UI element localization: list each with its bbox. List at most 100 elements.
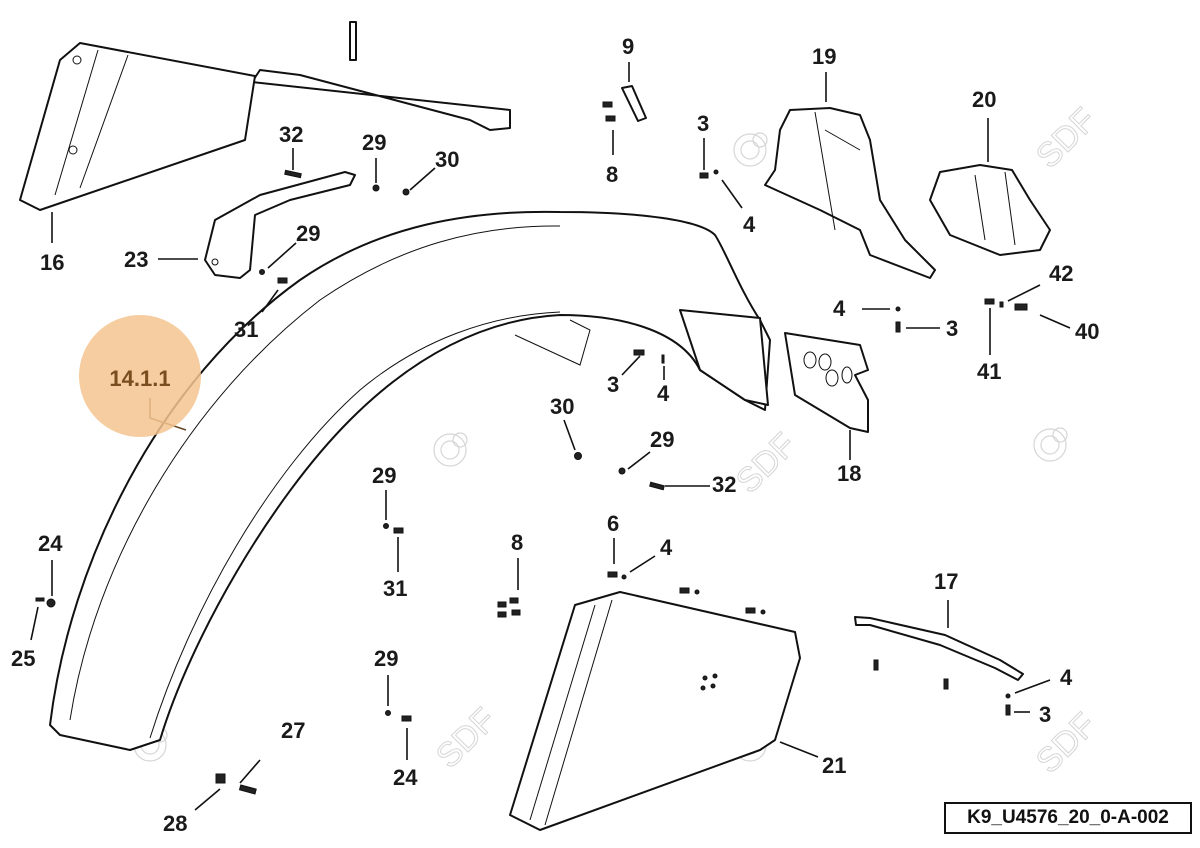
washer-29 (385, 710, 391, 716)
screw-24 (401, 715, 412, 722)
washer (760, 609, 766, 615)
part-23-bracket[interactable] (204, 171, 356, 279)
callout-24[interactable]: 24 (393, 765, 418, 790)
nut-30 (574, 452, 582, 460)
screw-8 (511, 609, 521, 616)
main-fender[interactable] (49, 210, 771, 751)
screw-25 (35, 597, 45, 602)
screw-8 (497, 611, 507, 618)
callouts: 16 32 29 30 23 29 31 9 8 3 4 19 20 42 4 … (11, 34, 1099, 836)
washer-29 (259, 269, 265, 275)
sdf-watermark-text: SDF (429, 701, 504, 776)
drawing-code-label: K9_U4576_20_0-A-002 (944, 802, 1192, 834)
callout-16[interactable]: 16 (40, 250, 64, 275)
part-9-plate[interactable] (621, 85, 647, 122)
callout-29[interactable]: 29 (374, 646, 398, 671)
screw (943, 678, 949, 690)
hardware (35, 101, 1028, 795)
part-19-housing[interactable] (764, 107, 936, 279)
part-21-mud-flap[interactable] (509, 591, 801, 831)
callout-32[interactable]: 32 (279, 122, 303, 147)
callout-29[interactable]: 29 (372, 463, 396, 488)
bolt-27 (238, 784, 257, 795)
leader-lines (30, 62, 1071, 811)
washer-42 (999, 301, 1004, 308)
sdf-watermark-icon (733, 132, 768, 167)
callout-19[interactable]: 19 (812, 44, 836, 69)
callout-21[interactable]: 21 (822, 753, 846, 778)
callout-3[interactable]: 3 (1039, 702, 1051, 727)
callout-6[interactable]: 6 (607, 511, 619, 536)
callout-40[interactable]: 40 (1075, 319, 1099, 344)
callout-23[interactable]: 23 (124, 247, 148, 272)
washer-4 (661, 354, 665, 364)
callout-4[interactable]: 4 (657, 381, 670, 406)
callout-4[interactable]: 4 (833, 296, 846, 321)
callout-29[interactable]: 29 (362, 130, 386, 155)
callout-24[interactable]: 24 (38, 531, 63, 556)
callout-4[interactable]: 4 (660, 535, 673, 560)
part-20-cover[interactable] (929, 164, 1051, 256)
sdf-watermark-icon (433, 432, 468, 467)
pin-32 (649, 481, 665, 491)
washer-29 (372, 184, 380, 192)
callout-8[interactable]: 8 (511, 530, 523, 555)
callout-3[interactable]: 3 (607, 372, 619, 397)
screw-8 (602, 101, 613, 108)
washer-4 (1005, 693, 1011, 699)
sdf-watermark-text: SDF (729, 426, 804, 501)
part-16-panel-bracket[interactable] (19, 21, 511, 211)
callout-31[interactable]: 31 (383, 576, 407, 601)
washer (694, 589, 700, 595)
callout-9[interactable]: 9 (622, 34, 634, 59)
callout-17[interactable]: 17 (934, 569, 958, 594)
callout-42[interactable]: 42 (1049, 261, 1073, 286)
screw-8 (509, 597, 519, 604)
callout-29[interactable]: 29 (650, 427, 674, 452)
callout-30[interactable]: 30 (435, 147, 459, 172)
pin-32 (284, 169, 302, 179)
screw-3 (1005, 704, 1011, 716)
callout-3[interactable]: 3 (946, 316, 958, 341)
reference-badge-label[interactable]: 14.1.1 (109, 366, 171, 391)
callout-41[interactable]: 41 (977, 359, 1001, 384)
screw-41 (984, 298, 995, 305)
stud-40 (1014, 303, 1028, 311)
screw-31 (393, 527, 404, 534)
callout-28[interactable]: 28 (163, 811, 187, 836)
washer-29 (618, 467, 626, 475)
nut-30 (402, 188, 410, 196)
part-17-strip[interactable] (854, 616, 1024, 681)
screw-31 (277, 277, 288, 284)
washer-29 (383, 523, 389, 529)
callout-8[interactable]: 8 (606, 162, 618, 187)
screw-3 (633, 349, 645, 356)
nut-24 (46, 598, 56, 608)
callout-4[interactable]: 4 (1060, 665, 1073, 690)
callout-32[interactable]: 32 (712, 472, 736, 497)
nut-28 (215, 773, 226, 784)
callout-29[interactable]: 29 (296, 221, 320, 246)
reference-badge[interactable] (79, 315, 201, 437)
callout-18[interactable]: 18 (837, 461, 861, 486)
callout-4[interactable]: 4 (743, 212, 756, 237)
callout-27[interactable]: 27 (281, 718, 305, 743)
callout-31[interactable]: 31 (234, 317, 258, 342)
screw (679, 587, 690, 594)
washer-4 (621, 574, 627, 580)
part-18-plate[interactable] (784, 332, 869, 433)
washer-4 (895, 306, 901, 312)
callout-30[interactable]: 30 (550, 394, 574, 419)
callout-20[interactable]: 20 (972, 87, 996, 112)
callout-25[interactable]: 25 (11, 646, 35, 671)
sdf-watermark-text: SDF (1029, 101, 1104, 176)
callout-3[interactable]: 3 (697, 111, 709, 136)
sdf-watermark-icon (1033, 427, 1068, 462)
screw-6 (607, 571, 618, 578)
screw (873, 659, 879, 671)
screw-8 (605, 115, 616, 122)
screw-3 (699, 172, 709, 179)
screw (745, 607, 756, 614)
screw-3 (895, 321, 901, 333)
